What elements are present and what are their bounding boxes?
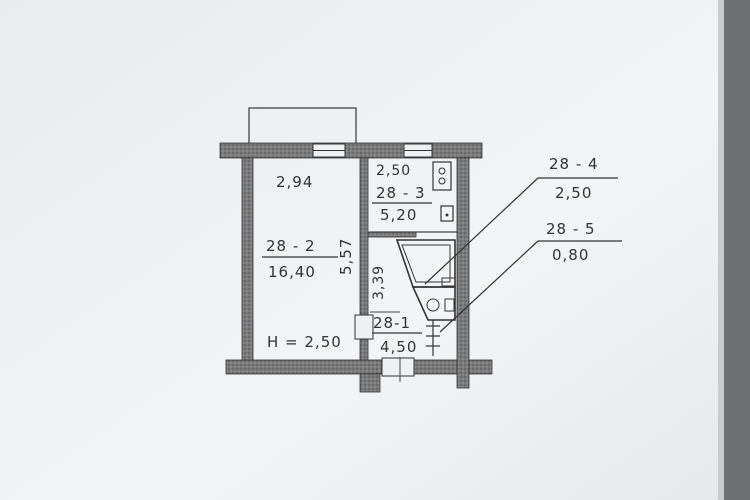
room-3-area: 5,20: [380, 206, 417, 224]
room-1-id: 28-1: [373, 314, 411, 332]
callout-4-id: 28 - 4: [549, 155, 599, 173]
top-wall: [219, 142, 483, 159]
bottom-wall-stub: [359, 373, 381, 393]
room-2-area: 16,40: [268, 263, 316, 281]
toilet-icon: [411, 286, 456, 321]
paper-edge-shadow: [718, 0, 724, 500]
bottom-wall: [225, 359, 493, 375]
callout-4-area: 2,50: [555, 184, 592, 202]
left-wall: [241, 157, 254, 369]
door-room-2: [354, 314, 374, 340]
room-2-height-note: H = 2,50: [267, 333, 342, 351]
middle-partition: [359, 157, 369, 361]
sink-icon: [440, 205, 454, 222]
callout-5-area: 0,80: [552, 246, 589, 264]
door-entrance: [381, 357, 415, 377]
room-2-length: 5,57: [337, 238, 355, 275]
right-wall: [456, 157, 470, 389]
callout-lines: [424, 177, 622, 333]
doors: [354, 314, 415, 377]
room-1-area: 4,50: [380, 338, 417, 356]
room-3-width: 2,50: [376, 163, 411, 179]
room-2-width: 2,94: [276, 173, 313, 191]
room-1-length: 3,39: [371, 265, 387, 300]
callout-5-id: 28 - 5: [546, 220, 596, 238]
room-3-id: 28 - 3: [376, 184, 426, 202]
stove-icon: [432, 161, 452, 191]
windows: [312, 143, 433, 158]
callout-5-leader: [439, 240, 539, 333]
bathroom-partition: [367, 231, 417, 238]
callout-4-leader: [424, 177, 539, 285]
room-2-id: 28 - 2: [266, 237, 316, 255]
